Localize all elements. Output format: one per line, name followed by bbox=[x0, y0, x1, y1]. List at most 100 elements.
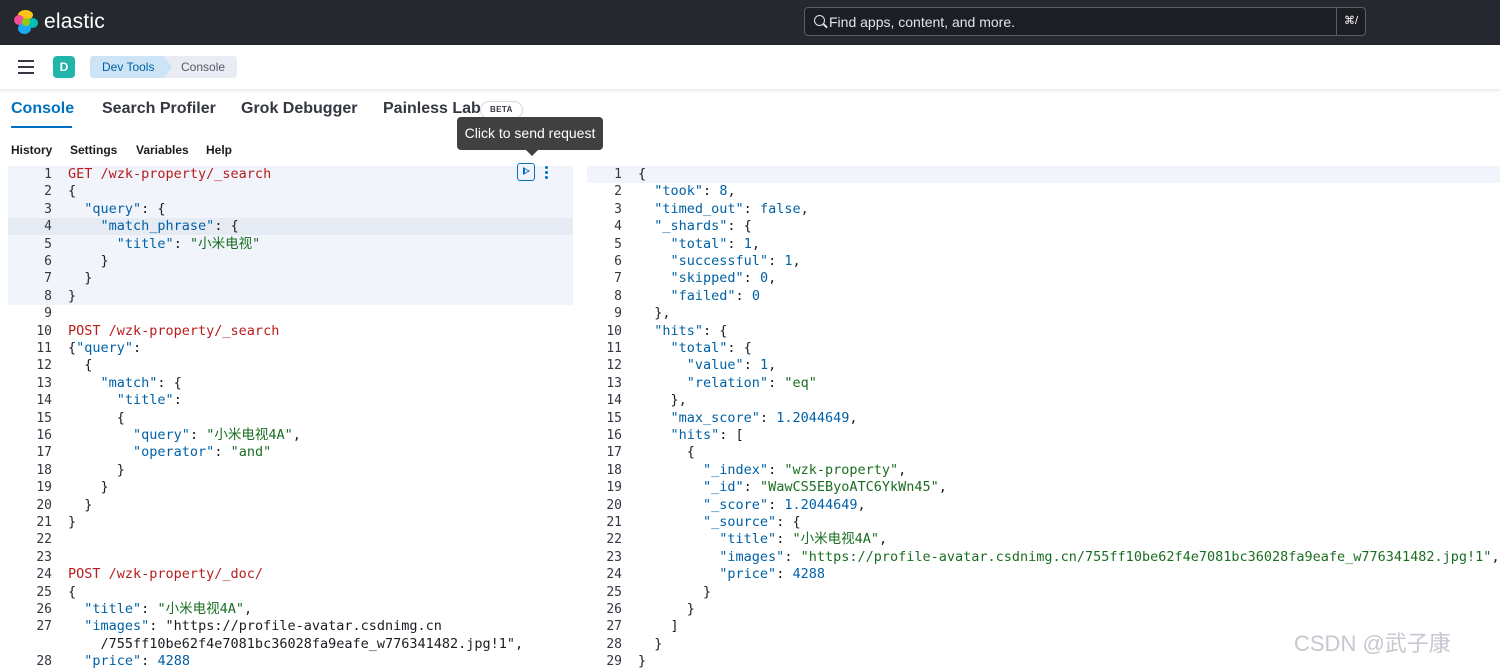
request-line: 19 } bbox=[8, 479, 573, 496]
code-text: "hits": { bbox=[654, 322, 728, 339]
code-text: } bbox=[68, 270, 93, 287]
elastic-logo[interactable]: elastic bbox=[14, 10, 105, 34]
tab-grok-debugger[interactable]: Grok Debugger bbox=[241, 100, 358, 117]
code-text: "value": 1, bbox=[686, 357, 777, 374]
more-actions-icon[interactable] bbox=[545, 166, 548, 180]
line-number: 26 bbox=[36, 602, 52, 617]
tab-search-profiler[interactable]: Search Profiler bbox=[102, 100, 216, 117]
request-line: 27 "images": "https://profile-avatar.csd… bbox=[8, 618, 573, 635]
line-number: 17 bbox=[606, 445, 622, 461]
line-number: 15 bbox=[606, 410, 622, 426]
line-number: 12 bbox=[36, 358, 52, 374]
code-text: "_shards": { bbox=[654, 218, 752, 235]
tab-painless-lab[interactable]: Painless Lab bbox=[383, 100, 481, 117]
code-text: { bbox=[638, 166, 647, 182]
menu-variables[interactable]: Variables bbox=[136, 143, 189, 157]
code-text: "price": 4288 bbox=[84, 653, 190, 668]
line-number: 8 bbox=[44, 288, 52, 304]
line-number: 3 bbox=[614, 201, 622, 217]
search-shortcut: ⌘/ bbox=[1336, 8, 1365, 35]
line-number: 1 bbox=[44, 167, 52, 182]
line-number: 17 bbox=[36, 445, 52, 461]
send-request-tooltip: Click to send request bbox=[457, 117, 603, 156]
line-number: 4 bbox=[44, 219, 52, 235]
request-line: 13 "match": { bbox=[8, 375, 573, 392]
code-text: { bbox=[638, 444, 695, 461]
line-number: 23 bbox=[36, 549, 52, 565]
search-placeholder: Find apps, content, and more. bbox=[829, 14, 1015, 30]
code-text: "operator": "and" bbox=[133, 444, 272, 461]
line-number: 19 bbox=[36, 480, 52, 496]
watermark: CSDN @武子康 bbox=[1294, 631, 1451, 656]
line-number: 22 bbox=[606, 532, 622, 548]
code-text: "match": { bbox=[100, 374, 182, 391]
code-text: } bbox=[638, 653, 647, 668]
hamburger-menu-icon[interactable] bbox=[18, 60, 34, 74]
code-text: {"query": bbox=[68, 340, 142, 356]
code-text: "hits": [ bbox=[670, 427, 744, 443]
request-line: 18 } bbox=[8, 462, 573, 479]
space-avatar[interactable]: D bbox=[53, 56, 75, 78]
brand-name: elastic bbox=[44, 10, 105, 33]
response-line: 7 "skipped": 0, bbox=[587, 270, 1500, 287]
response-line: 26 } bbox=[587, 601, 1500, 618]
output-line-highlight bbox=[587, 166, 1500, 183]
response-line: 28 } bbox=[587, 636, 1500, 653]
code-text: "_index": "wzk-property", bbox=[703, 461, 907, 478]
code-text: } bbox=[638, 583, 712, 600]
response-output[interactable]: 1{2 "took": 8,3 "timed_out": false,4 "_s… bbox=[587, 165, 1500, 668]
line-number: 2 bbox=[44, 184, 52, 200]
code-text: "query": "小米电视4A", bbox=[133, 427, 301, 443]
line-number: 14 bbox=[606, 393, 622, 409]
code-text: "images": "https://profile-avatar.csdnim… bbox=[84, 618, 442, 635]
code-text: } bbox=[68, 253, 109, 269]
code-text: "timed_out": false, bbox=[654, 200, 809, 217]
request-line: 22 bbox=[8, 531, 573, 548]
request-line: 7 } bbox=[8, 270, 573, 287]
cursor-line-highlight bbox=[8, 218, 573, 235]
request-line: 28 "price": 4288 bbox=[8, 653, 573, 668]
line-number: 2 bbox=[614, 184, 622, 200]
menu-history[interactable]: History bbox=[11, 143, 53, 157]
line-number: 21 bbox=[606, 515, 622, 530]
code-text: /755ff10be62f4e7081bc36028fa9eafe_w77634… bbox=[68, 635, 524, 652]
request-line: 15 { bbox=[8, 410, 573, 427]
menu-help[interactable]: Help bbox=[206, 143, 233, 157]
menu-settings[interactable]: Settings bbox=[70, 143, 118, 157]
code-text: } bbox=[638, 601, 695, 617]
code-text: "_id": "WawCS5EByoATC6YkWn45", bbox=[703, 479, 947, 496]
line-number: 29 bbox=[606, 654, 622, 668]
line-number: 4 bbox=[614, 219, 622, 235]
code-text: } bbox=[68, 287, 77, 304]
send-request-icon[interactable] bbox=[517, 163, 535, 181]
line-number: 21 bbox=[36, 515, 52, 530]
code-text: { bbox=[68, 409, 125, 426]
dev-tools-tabs: Console Search Profiler Grok Debugger Pa… bbox=[0, 90, 1500, 128]
request-line: 23 bbox=[8, 549, 573, 566]
line-number: 27 bbox=[36, 619, 52, 635]
line-number: 18 bbox=[36, 462, 52, 478]
response-line: 25 } bbox=[587, 584, 1500, 601]
code-text: }, bbox=[638, 305, 671, 322]
response-line: 2 "took": 8, bbox=[587, 183, 1500, 200]
tab-console[interactable]: Console bbox=[11, 100, 75, 117]
code-text: "title": "小米电视" bbox=[116, 235, 261, 252]
request-line: 5 "title": "小米电视" bbox=[8, 236, 573, 253]
global-search-input[interactable]: Find apps, content, and more. ⌘/ bbox=[804, 7, 1366, 36]
request-line: /755ff10be62f4e7081bc36028fa9eafe_w77634… bbox=[8, 636, 573, 653]
response-line: 3 "timed_out": false, bbox=[587, 201, 1500, 218]
active-request-highlight bbox=[8, 166, 573, 305]
line-number: 10 bbox=[36, 323, 52, 339]
pane-resizer[interactable] bbox=[575, 165, 585, 668]
line-number: 11 bbox=[606, 341, 622, 356]
request-line: 8} bbox=[8, 288, 573, 305]
code-text: "total": { bbox=[670, 340, 752, 356]
code-text: "title": bbox=[116, 392, 182, 409]
response-line: 15 "max_score": 1.2044649, bbox=[587, 410, 1500, 427]
line-number: 28 bbox=[606, 636, 622, 652]
breadcrumb-dev-tools[interactable]: Dev Tools bbox=[90, 56, 176, 78]
line-number: 22 bbox=[36, 532, 52, 548]
